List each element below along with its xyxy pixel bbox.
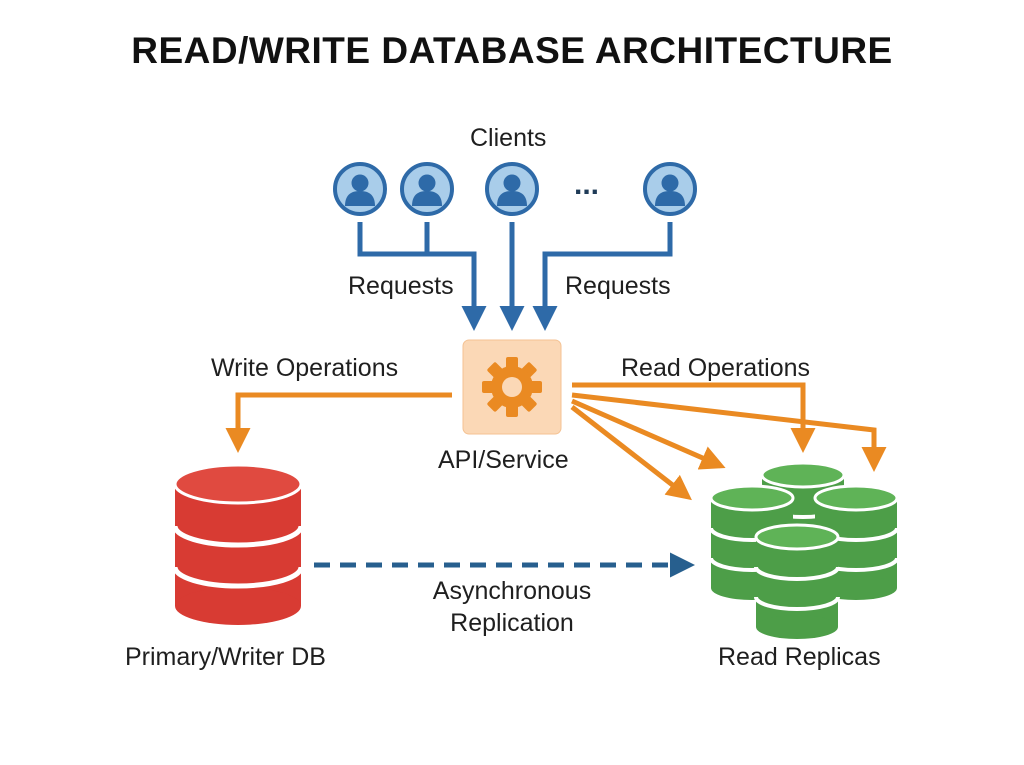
read-arrow-2 xyxy=(571,392,887,472)
read-arrow-4 xyxy=(570,405,692,501)
more-clients-ellipsis: ... xyxy=(574,168,600,201)
read-arrow-3 xyxy=(571,398,726,470)
read-arrow-1 xyxy=(572,382,816,453)
requests-label-left: Requests xyxy=(348,272,454,300)
api-service-label: API/Service xyxy=(438,446,569,474)
request-arrow-4 xyxy=(532,222,673,331)
client-user-icon-4 xyxy=(643,162,697,216)
read-operation-arrows xyxy=(570,382,887,501)
replica-database-icon-front xyxy=(754,523,840,641)
read-replicas-label: Read Replicas xyxy=(718,643,881,671)
write-operation-arrow xyxy=(225,392,452,453)
async-replication-label-line2: Replication xyxy=(450,609,574,637)
clients-label: Clients xyxy=(470,124,547,152)
read-operations-label: Read Operations xyxy=(621,354,811,382)
write-operations-label: Write Operations xyxy=(211,354,399,382)
client-user-icon-2 xyxy=(400,162,454,216)
primary-database-icon xyxy=(172,463,304,625)
client-user-icon-3 xyxy=(485,162,539,216)
requests-label-right: Requests xyxy=(565,272,671,300)
async-replication-label-line1: Asynchronous xyxy=(432,577,592,605)
gear-icon xyxy=(482,357,542,417)
primary-db-label: Primary/Writer DB xyxy=(125,643,326,671)
client-user-icon-1 xyxy=(333,162,387,216)
diagram-title: READ/WRITE DATABASE ARCHITECTURE xyxy=(131,30,893,71)
read-replicas-cluster xyxy=(709,461,899,641)
request-arrows xyxy=(357,222,673,331)
request-arrow-1 xyxy=(357,222,487,331)
